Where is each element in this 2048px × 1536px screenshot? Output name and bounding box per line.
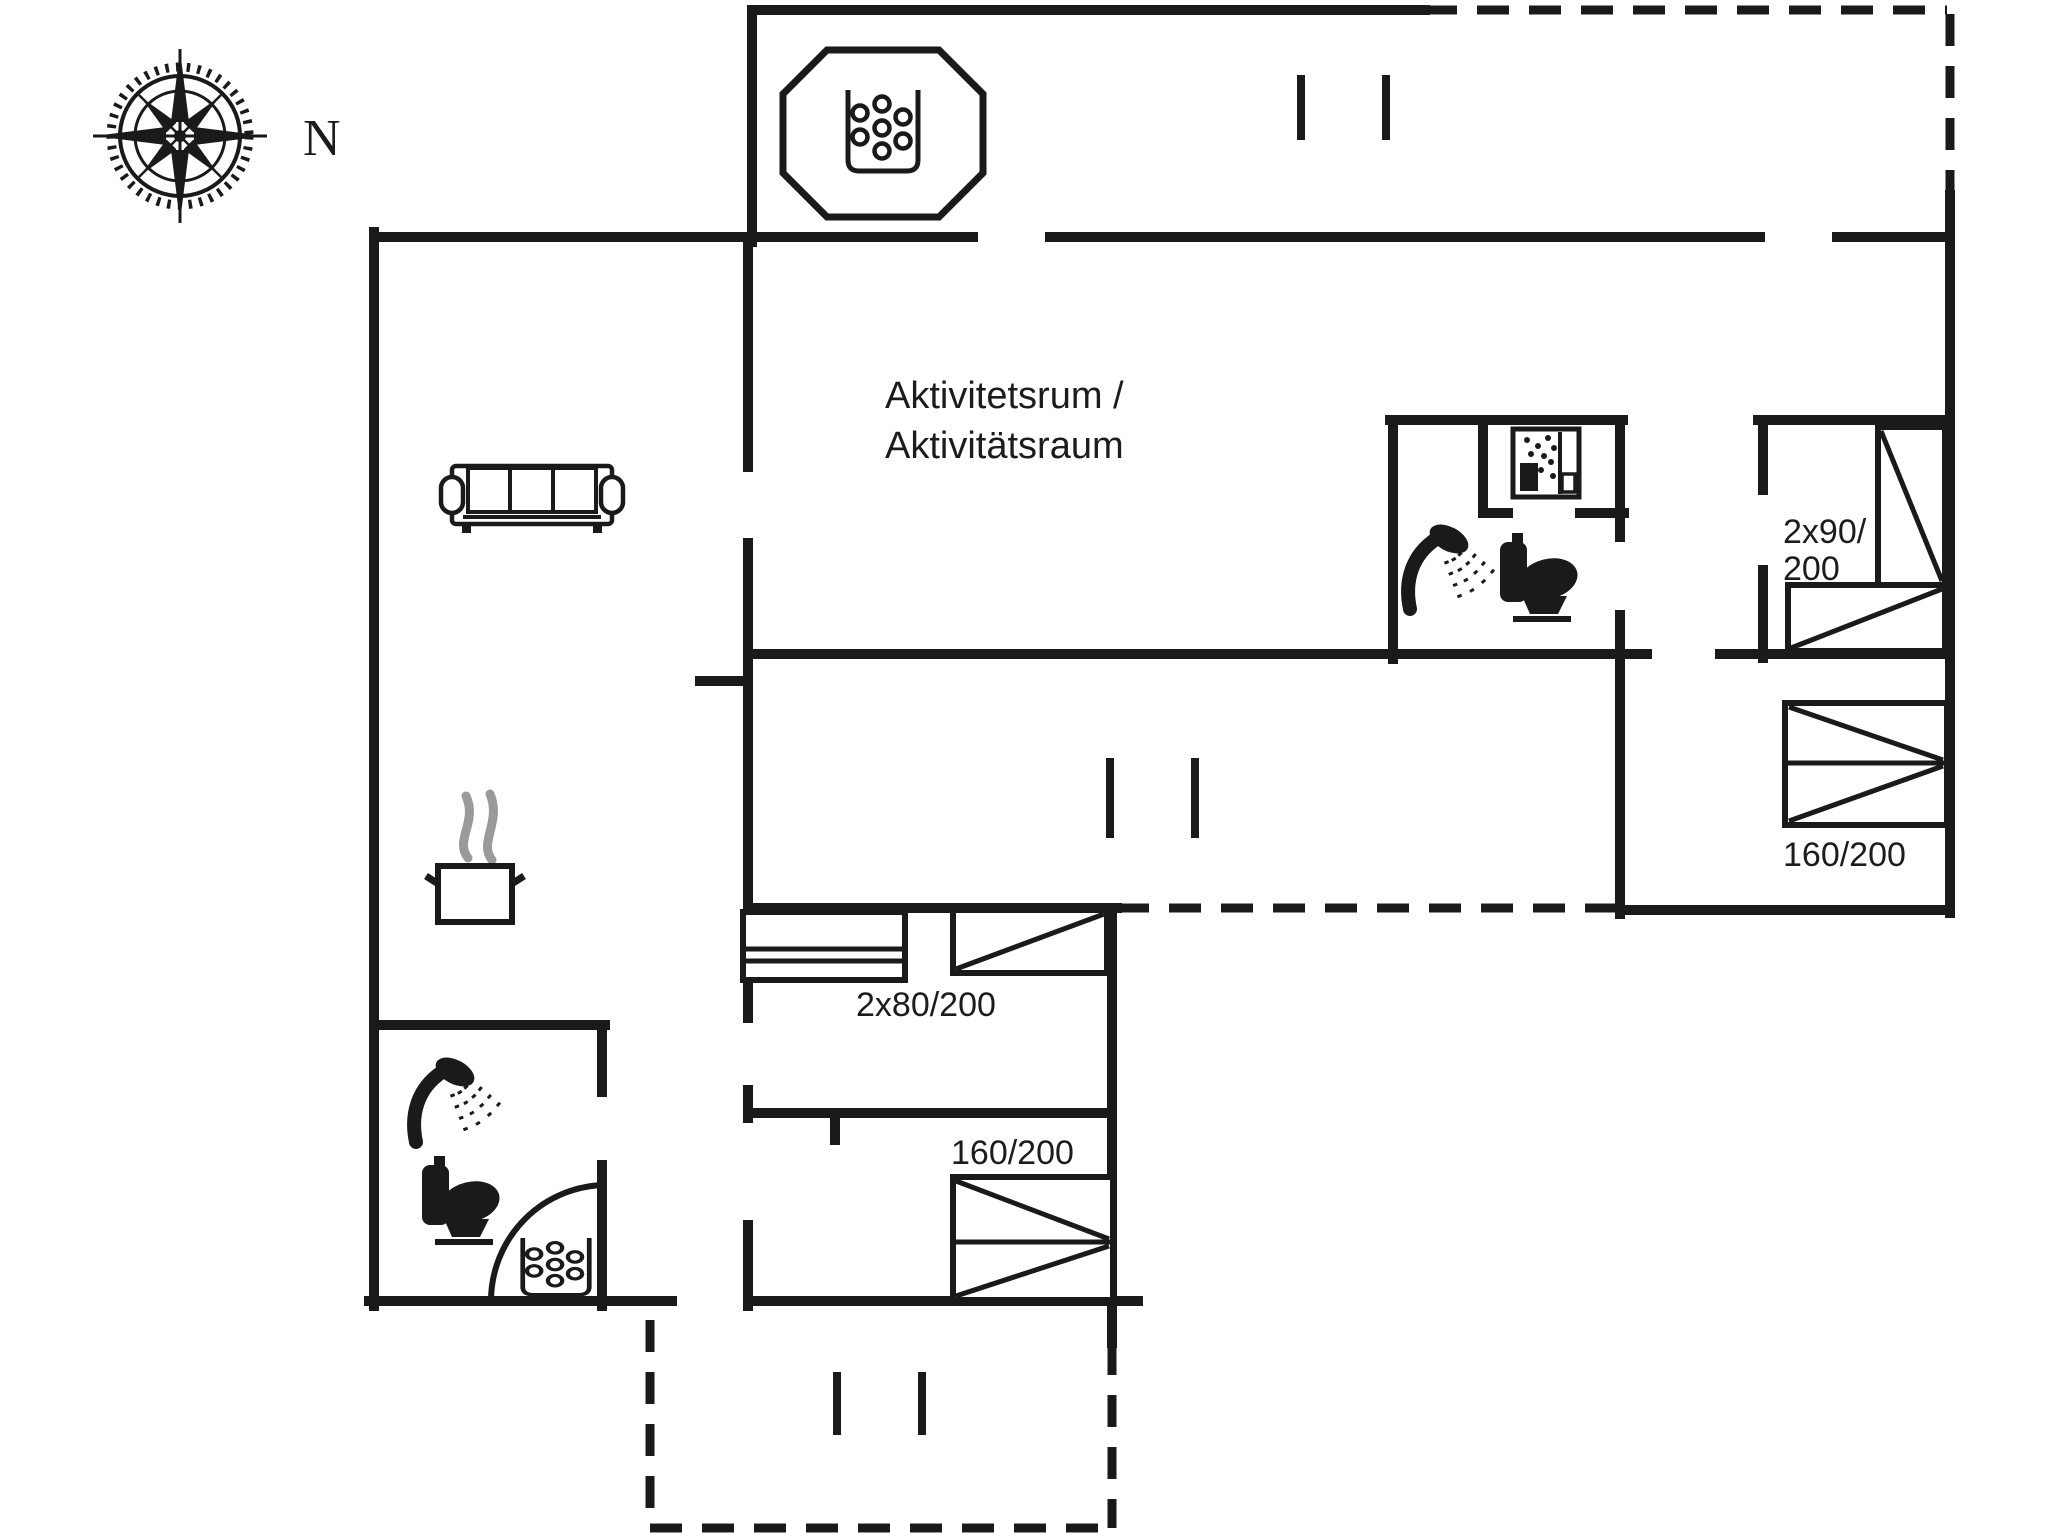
single-bed-icon bbox=[1785, 582, 1948, 654]
compass-rose-icon bbox=[93, 49, 267, 223]
hot-tub-icon bbox=[779, 46, 987, 221]
cooking-pot-icon bbox=[424, 789, 526, 925]
wall-niche bbox=[1478, 415, 1629, 518]
bed-size-label: 200 bbox=[1783, 550, 1840, 588]
bed-size-label: 2x90/ bbox=[1783, 513, 1867, 551]
double-bed-icon bbox=[950, 1174, 1116, 1303]
shower-icon bbox=[414, 1052, 505, 1142]
corner-bathtub-icon bbox=[488, 1182, 608, 1302]
wall-bedroom-topright bbox=[1753, 415, 1955, 663]
double-bed-icon bbox=[1782, 700, 1950, 828]
beds bbox=[740, 424, 1950, 1303]
bed-size-label: 160/200 bbox=[1783, 836, 1906, 874]
toilet-icon bbox=[422, 1156, 504, 1245]
window-mark-icon bbox=[833, 1372, 926, 1435]
sofa-icon bbox=[438, 463, 626, 533]
single-bed-icon bbox=[1875, 424, 1948, 588]
window-marks bbox=[833, 75, 1390, 1435]
bunk-bed-icon bbox=[740, 909, 908, 983]
shower-icon bbox=[1408, 519, 1499, 609]
wall-top-room bbox=[747, 5, 1430, 247]
bathroom-left bbox=[414, 1052, 608, 1302]
bed-size-label: 160/200 bbox=[951, 1134, 1074, 1172]
compass-north-label: N bbox=[303, 110, 341, 167]
bed-size-label: 2x80/200 bbox=[856, 986, 996, 1024]
window-mark-icon bbox=[1297, 75, 1390, 140]
wall-bathroom-right bbox=[1385, 415, 1628, 664]
dashed-walls bbox=[645, 5, 1955, 1533]
toilet-icon bbox=[1500, 533, 1582, 622]
bathroom-right bbox=[1408, 426, 1582, 622]
window-mark-icon bbox=[1106, 758, 1199, 838]
wall-bathroom-left bbox=[369, 1020, 610, 1311]
washing-machine-icon bbox=[1510, 426, 1582, 500]
single-bed-icon bbox=[950, 907, 1110, 976]
solid-walls bbox=[364, 5, 1955, 1348]
activity-room-label-line2: Aktivitätsraum bbox=[885, 425, 1124, 467]
activity-room-label-line1: Aktivitetsrum / bbox=[885, 375, 1124, 417]
wall-bedroom-divider bbox=[743, 1108, 1117, 1145]
steam-icon bbox=[459, 789, 498, 865]
